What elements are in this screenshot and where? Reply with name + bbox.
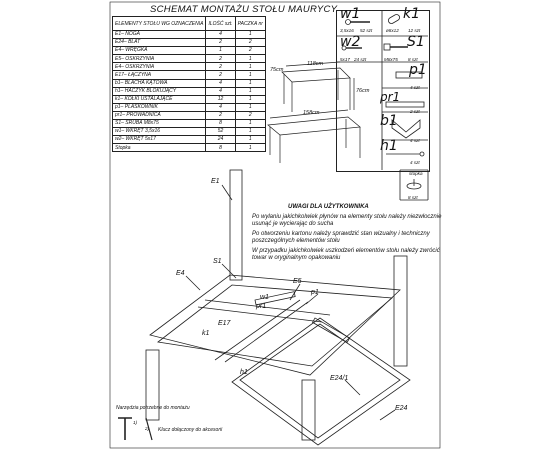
hw-pr1-qty: 2 szt	[410, 109, 420, 114]
hw-s1-qty: 8 szt	[408, 57, 418, 62]
hex-key-icon	[145, 417, 153, 441]
plate-p1-icon	[395, 71, 423, 79]
leg-e1	[229, 169, 243, 281]
table-open-drawing	[267, 109, 361, 163]
callout-e24: E24	[395, 405, 408, 412]
leader-line	[344, 379, 361, 396]
note-line: W przypadku jakichkolwiek uszkodzeń elem…	[252, 248, 440, 261]
hw-s1-label: S1	[407, 34, 425, 50]
hw-k1-spec: ø8x12	[386, 28, 399, 33]
hw-b1-label: b1	[380, 113, 398, 129]
callout-e5: E5	[293, 278, 302, 285]
rail-pr1	[254, 291, 296, 306]
dim-width-open: 158cm	[303, 110, 320, 116]
hw-stopka-qty: 8 szt	[408, 195, 418, 200]
tools-key-note: Klucz dołączony do akcesorii	[158, 427, 223, 433]
crossbar	[204, 299, 331, 316]
bracket-b1-icon	[391, 119, 421, 139]
callout-s1: S1	[213, 258, 222, 265]
top-panel-e24	[231, 317, 411, 446]
leg	[393, 255, 408, 367]
note-line: Po wylaniu jakichkolwiek płynów na eleme…	[252, 214, 442, 227]
hook-h1-icon	[386, 151, 425, 157]
hw-pr1-label: pr1	[380, 90, 401, 104]
user-notes: UWAGI DLA UŻYTKOWNIKA Po wylaniu jakichk…	[252, 204, 452, 265]
hardware-panel	[336, 10, 430, 172]
hw-k1-label: k1	[403, 6, 421, 22]
hw-b1-qty: 4 szt	[410, 138, 420, 143]
screwdriver-icon	[118, 417, 132, 440]
callout-k1: k1	[202, 330, 210, 337]
rail-pr1	[311, 317, 351, 343]
part-package: 1	[234, 143, 266, 153]
callout-h1: h1	[240, 369, 248, 376]
screw-w2-icon	[341, 45, 362, 51]
callout-w1: w1	[260, 294, 269, 301]
tool-mark-1: 1)	[133, 420, 138, 425]
callout-p1: p1	[311, 289, 319, 296]
crossbar	[197, 306, 323, 323]
parts-table: ELEMENTY STOŁU WG OZNACZENIA ILOŚĆ szt. …	[111, 16, 266, 153]
crossbar	[214, 299, 301, 361]
leader-line	[185, 275, 201, 291]
leader-line	[221, 263, 237, 279]
hw-w2-spec: 5x17	[340, 57, 350, 62]
dim-depth: 75cm	[270, 67, 284, 73]
dowel-k1-icon	[388, 14, 400, 24]
assembly-exploded-view	[145, 169, 411, 446]
hw-k1-qty: 12 szt	[408, 28, 421, 33]
parts-table-header: ELEMENTY STOŁU WG OZNACZENIA ILOŚĆ szt. …	[111, 16, 266, 31]
top-panel-inner	[239, 323, 401, 439]
crossbar	[224, 301, 309, 363]
notes-heading: UWAGI DLA UŻYTKOWNIKA	[288, 204, 369, 210]
frame-inner	[157, 284, 393, 367]
leg	[145, 349, 160, 421]
hw-w1-qty: 52 szt	[360, 28, 373, 33]
hw-stopka-label: stopka	[409, 171, 423, 176]
hw-w2-qty: 24 szt	[354, 57, 367, 62]
bolt-s1-icon	[383, 43, 408, 51]
page-title: SCHEMAT MONTAŻU STOŁU MAURYCY	[150, 4, 338, 15]
foot-stopka-icon	[406, 179, 422, 190]
leader-line	[289, 283, 301, 301]
hw-h1-qty: 4 szt	[410, 160, 420, 165]
sheet-border	[109, 1, 441, 449]
hw-h1-label: h1	[380, 138, 398, 154]
leg	[301, 379, 316, 441]
hw-w1-spec: 3,5x16	[340, 28, 354, 33]
tool-mark-2: 2)	[145, 426, 150, 431]
leader-line	[379, 409, 396, 421]
callout-e24-1: E24/1	[330, 375, 349, 382]
rail-pr1-icon	[385, 101, 425, 108]
hw-p1-qty: 4 szt	[410, 85, 420, 90]
callout-e17: E17	[218, 320, 231, 327]
tool-icons	[118, 417, 153, 441]
leader-line	[221, 184, 233, 201]
table-closed-drawing	[281, 61, 355, 112]
note-line: Po otworzeniu kartonu należy sprawdzić s…	[252, 231, 430, 244]
callout-e1: E1	[211, 178, 220, 185]
tools-heading: Narzędzia potrzebne do montażu	[116, 405, 190, 411]
dim-height: 76cm	[356, 88, 370, 94]
hw-s1-spec: M8x75	[384, 57, 398, 62]
screw-w1-icon	[345, 19, 370, 25]
leader-line	[305, 293, 319, 305]
frame-outline	[149, 274, 401, 376]
callout-e4: E4	[176, 270, 185, 277]
hw-w1-label: w1	[340, 6, 361, 22]
